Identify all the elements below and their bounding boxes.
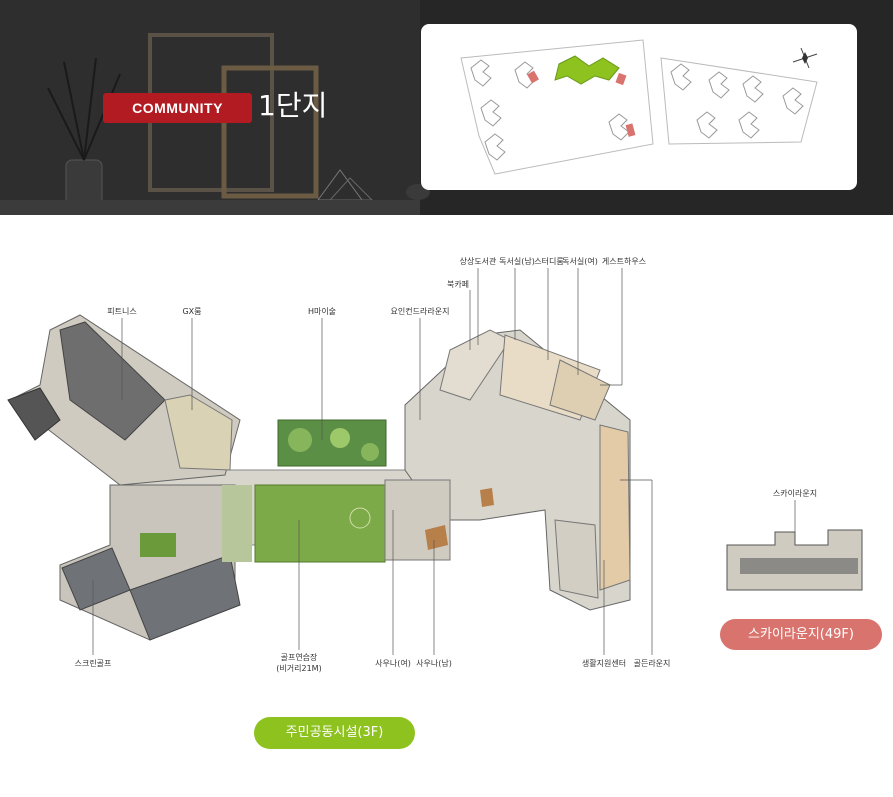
complex-title: 1단지	[258, 89, 328, 122]
label-sauna-f: 사우나(여)	[375, 658, 411, 668]
support-center	[554, 519, 599, 599]
compass-icon	[792, 47, 818, 69]
caption-49f-pill: 스카이라운지(49F)	[720, 619, 882, 650]
fitness-area	[59, 321, 166, 441]
facility-marker	[527, 70, 539, 84]
label-golden-lounge: 골든라운지	[634, 659, 671, 668]
label-h-masul: H마이술	[308, 306, 336, 316]
label-reading-m: 독서실(남)	[499, 256, 535, 266]
community-facility-highlight	[554, 55, 620, 85]
label-support-center: 생활지원센터	[582, 658, 626, 668]
caption-3f-pill: 주민공동시설(3F)	[254, 717, 415, 749]
facility-marker	[625, 123, 636, 137]
label-premium-lounge: 요인컨드라라운지	[391, 306, 450, 316]
site-map-drawing	[460, 39, 818, 175]
golf-range-strip	[222, 485, 252, 562]
entry-dark	[7, 387, 61, 441]
building-icon	[738, 111, 760, 139]
label-sky-lounge: 스카이라운지	[773, 488, 817, 498]
label-golf-range-sub: (비거리21M)	[276, 664, 321, 673]
community-badge: COMMUNITY	[103, 93, 252, 123]
golf-net-icon	[349, 507, 371, 529]
sauna-block	[384, 479, 451, 561]
sauna-accent	[480, 488, 494, 507]
golf-range	[254, 484, 386, 563]
sky-lounge-plan	[726, 529, 863, 591]
site-lot-right	[660, 57, 818, 145]
library-area	[439, 329, 511, 401]
building-icon	[742, 75, 764, 103]
floor-plan-3f: 피트니스 GX룸 H마이술 요인컨드라라운지 북카페 상상도서관 독서실(남) …	[7, 256, 863, 673]
sauna-accent	[425, 525, 448, 550]
label-sauna-m: 사우나(남)	[416, 659, 452, 668]
building-icon	[782, 87, 804, 115]
label-library: 상상도서관	[460, 256, 497, 266]
golden-lounge	[599, 424, 631, 591]
building-icon	[708, 71, 730, 99]
label-guesthouse: 게스트하우스	[602, 256, 646, 266]
building-icon	[480, 99, 502, 127]
label-screen-golf: 스크린골프	[75, 658, 112, 668]
building-icon	[608, 113, 630, 141]
green-planter	[140, 533, 176, 557]
label-gx-room: GX룸	[182, 307, 201, 316]
gx-room	[164, 394, 233, 471]
label-reading-f: 독서실(여)	[562, 256, 598, 266]
label-study: 스터디룸	[534, 257, 563, 266]
site-map-panel	[421, 24, 857, 190]
site-lot-left	[460, 39, 654, 175]
building-icon	[470, 59, 492, 87]
label-bookcafe: 북카페	[447, 279, 469, 289]
guesthouse	[549, 359, 611, 421]
building-icon	[484, 133, 506, 161]
building-icon	[670, 63, 692, 91]
lower-dark-block	[129, 554, 241, 641]
label-fitness: 피트니스	[107, 306, 136, 316]
header-banner: COMMUNITY 1단지	[0, 0, 893, 215]
building-icon	[696, 111, 718, 139]
label-golf-range: 골프연습장	[281, 652, 318, 662]
facility-marker	[615, 72, 627, 86]
